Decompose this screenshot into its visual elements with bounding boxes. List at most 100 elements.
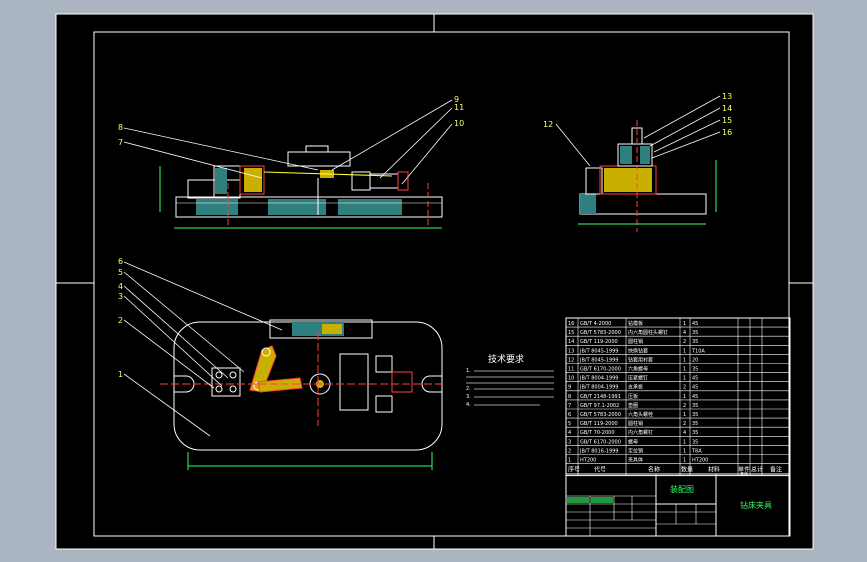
- bom-cell: 10: [568, 376, 574, 382]
- bom-header-cell: 代号: [594, 466, 606, 474]
- balloon-side-13: 13: [722, 92, 732, 101]
- svg-text:2.: 2.: [466, 386, 471, 392]
- top-leaders: [123, 261, 283, 437]
- bom-cell: 夹具体: [628, 457, 643, 464]
- balloon-top-4: 4: [118, 282, 123, 291]
- balloon-front-8: 8: [118, 123, 123, 132]
- bom-cell: 1: [683, 458, 686, 464]
- balloon-side-14: 14: [722, 104, 732, 113]
- side-view: [578, 120, 717, 232]
- bom-cell: 35: [692, 367, 698, 373]
- balloon-side-12: 12: [543, 120, 553, 129]
- sheet-inner-frame: [93, 31, 790, 537]
- sheet-outer-border: [55, 13, 814, 550]
- bom-cell: GB/T 119-2000: [580, 339, 618, 345]
- bom-header-cell: 总计: [751, 466, 763, 474]
- balloon-top-2: 2: [118, 316, 123, 325]
- bom-cell: 45: [692, 376, 698, 382]
- front-leaders: [123, 99, 453, 185]
- balloon-top-3: 3: [118, 292, 123, 301]
- bom-cell: 4: [683, 430, 686, 436]
- bom-cell: 9: [568, 385, 571, 391]
- svg-text:3.: 3.: [466, 394, 471, 400]
- bom-cell: 16: [568, 321, 574, 327]
- svg-text:1.: 1.: [466, 368, 471, 374]
- bom-cell: 20: [692, 357, 698, 363]
- bom-cell: GB/T 6170-2000: [580, 439, 621, 445]
- bom-cell: 1: [683, 357, 686, 363]
- svg-text:4.: 4.: [466, 402, 471, 408]
- balloon-front-9: 9: [454, 95, 459, 104]
- bom-cell: HT200: [580, 458, 596, 464]
- bom-cell: GB/T 6170-2000: [580, 367, 621, 373]
- bom-cell: 45: [692, 385, 698, 391]
- balloon-front-11: 11: [454, 103, 464, 112]
- notes-title: 技术要求: [488, 353, 524, 365]
- bom-cell: 15: [568, 330, 574, 336]
- bom-cell: 13: [568, 348, 574, 354]
- balloon-top-5: 5: [118, 268, 123, 277]
- bom-cell: JB/T 8004-1999: [579, 376, 619, 382]
- centering-marks: [56, 14, 813, 549]
- bom-cell: 2: [568, 448, 571, 454]
- bom-cell: GB/T 5783-2000: [580, 330, 621, 336]
- bom-cell: 35: [692, 339, 698, 345]
- top-view: [160, 319, 446, 470]
- bom-cell: T10A: [691, 348, 705, 354]
- bom-cell: 螺母: [628, 438, 638, 445]
- bom-cell: 钻模板: [628, 320, 643, 327]
- front-view: [159, 145, 443, 229]
- bom-cell: 2: [683, 403, 686, 409]
- bom-cell: 35: [692, 439, 698, 445]
- balloon-front-7: 7: [118, 138, 123, 147]
- bom-cell: 8: [568, 394, 571, 400]
- bom-cell: 11: [568, 367, 574, 373]
- bom-cell: 圆柱销: [628, 420, 643, 427]
- bom-cell: 垫圈: [628, 402, 638, 409]
- bom-header-cell: 序号: [568, 466, 580, 474]
- balloon-side-15: 15: [722, 116, 732, 125]
- bom-cell: 压板: [628, 393, 638, 400]
- bom-cell: GB/T 2148-1991: [580, 394, 621, 400]
- bom-cell: 钻套用衬套: [628, 356, 653, 363]
- bom-cell: 5: [568, 421, 571, 427]
- bom-cell: 2: [683, 385, 686, 391]
- bom-cell: 定位销: [628, 447, 643, 454]
- bom-cell: 2: [683, 339, 686, 345]
- bom-cell: 1: [568, 458, 571, 464]
- side-leaders: [555, 95, 721, 167]
- bom-cell: 1: [683, 412, 686, 418]
- bom-cell: 12: [568, 357, 574, 363]
- notes-body: 1. 2. 3. 4.: [466, 368, 554, 408]
- bom-cell: 4: [568, 430, 571, 436]
- bom-cell: 35: [692, 430, 698, 436]
- bom-cell: 内六角螺钉: [628, 429, 653, 436]
- bom-cell: 35: [692, 412, 698, 418]
- bom-header-cell: 材料: [708, 466, 720, 474]
- bom-cell: JB/T 8004-1999: [579, 385, 619, 391]
- bom-cell: 1: [683, 448, 686, 454]
- bom-cell: 1: [683, 321, 686, 327]
- bom-cell: 支承板: [628, 384, 643, 391]
- bom-cell: GB/T 4-2000: [580, 321, 611, 327]
- bom-cell: 7: [568, 403, 571, 409]
- bom-header-cell: 数量: [681, 466, 693, 474]
- bom-cell: 1: [683, 376, 686, 382]
- bom-cell: 14: [568, 339, 574, 345]
- balloon-front-10: 10: [454, 119, 464, 128]
- bom-cell: 六角头螺栓: [628, 411, 653, 418]
- bom-cell: 6: [568, 412, 571, 418]
- balloon-top-1: 1: [118, 370, 123, 379]
- bom-cell: 45: [692, 321, 698, 327]
- bom-cell: 45: [692, 394, 698, 400]
- bom-cell: 内六角圆柱头螺钉: [628, 329, 668, 336]
- bom-cell: 35: [692, 403, 698, 409]
- bom-cell: JB/T 8016-1999: [579, 448, 619, 454]
- bom-cell: 1: [683, 367, 686, 373]
- title-drawing-name: 装配图: [670, 484, 694, 494]
- bom-cell: GB/T 119-2000: [580, 421, 618, 427]
- title-part-name: 钻床夹具: [740, 500, 772, 510]
